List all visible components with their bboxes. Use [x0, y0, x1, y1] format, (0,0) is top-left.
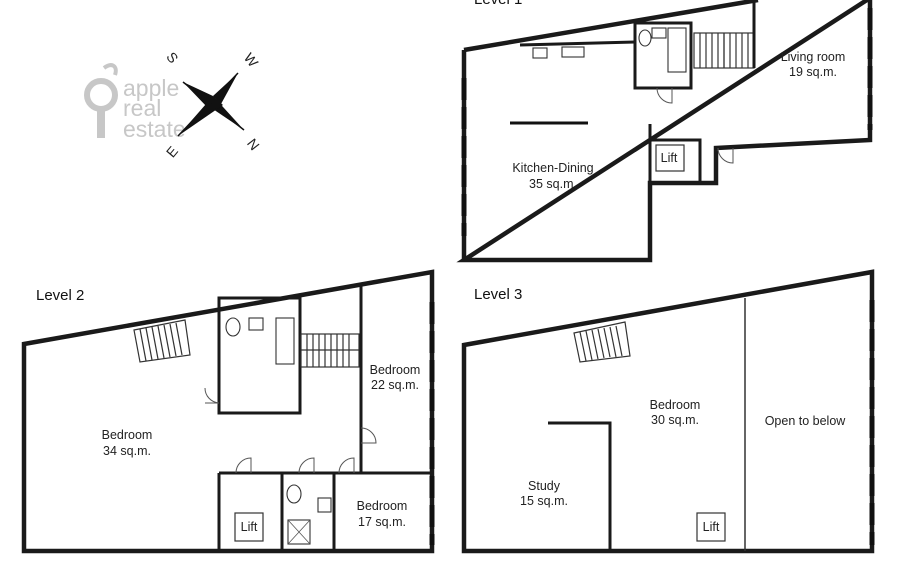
level-1-plan: Level 1 Lift: [456, 0, 873, 263]
door-icon: [298, 457, 315, 474]
key-icon: [84, 63, 118, 138]
level-2-bedroom-17-area: 17 sq.m.: [358, 515, 406, 529]
bathtub-icon: [667, 27, 687, 73]
level-2-label: Level 2: [36, 287, 84, 304]
level-1-kitchen-name: Kitchen-Dining: [512, 161, 593, 175]
door-icon: [235, 457, 252, 474]
level-2-bedroom-34-area: 34 sq.m.: [103, 444, 151, 458]
level-3-plan: Level 3 Lift Bedroom 30 sq.m. Study 15 s…: [461, 269, 875, 554]
compass-rose-icon: S W E N: [163, 49, 263, 160]
lift-box: [696, 512, 726, 542]
level-1-kitchen-area: 35 sq.m.: [529, 177, 577, 191]
sink-icon: [532, 46, 585, 59]
level-3-label: Level 3: [474, 286, 522, 303]
bathroom-sink-icon: [651, 27, 667, 39]
level-1-label: Level 1: [474, 0, 522, 8]
level-2-bedroom-17-name: Bedroom: [357, 499, 408, 513]
level-2-bedroom-22-area: 22 sq.m.: [371, 378, 419, 392]
logo-text-estate: estate: [123, 116, 186, 142]
level-3-open-to-below: Open to below: [765, 414, 847, 428]
level-2-bedroom-34-name: Bedroom: [102, 428, 153, 442]
level-3-bedroom-name: Bedroom: [650, 398, 701, 412]
level-3-stairs: [573, 321, 631, 363]
toilet-icon: [225, 317, 241, 337]
level-1-living-room-area: 19 sq.m.: [789, 65, 837, 79]
level-2-plan: Level 2 Lift: [21, 269, 435, 554]
compass-label-n: N: [244, 135, 263, 153]
door-icon: [204, 387, 220, 404]
level-2-bedroom-22-name: Bedroom: [370, 363, 421, 377]
bathroom-sink-icon: [248, 317, 264, 331]
door-icon: [717, 147, 734, 164]
level-2-lift-label: Lift: [241, 520, 258, 534]
toilet-icon: [286, 484, 302, 504]
logo-text-real: real: [123, 95, 161, 121]
level-2-stairs-center: [300, 333, 360, 368]
compass-label-w: W: [241, 50, 262, 71]
compass-label-s: S: [163, 49, 181, 66]
bathtub-icon: [275, 317, 295, 365]
logo: apple real estate: [84, 63, 186, 142]
level-2-stairs-left: [133, 319, 191, 363]
door-icon: [338, 457, 355, 474]
lift-box: [234, 512, 264, 542]
level-3-lift-label: Lift: [703, 520, 720, 534]
level-3-bedroom-area: 30 sq.m.: [651, 413, 699, 427]
level-3-study-name: Study: [528, 479, 561, 493]
level-1-living-room-name: Living room: [781, 50, 846, 64]
toilet-icon: [638, 29, 652, 47]
door-icon: [360, 427, 377, 444]
lift-box: [655, 144, 685, 172]
level-3-study-area: 15 sq.m.: [520, 494, 568, 508]
level-1-stairs: [693, 32, 755, 69]
logo-text-apple: apple: [123, 75, 179, 101]
compass-label-e: E: [163, 143, 181, 160]
bathroom-sink-icon: [317, 497, 332, 513]
level-1-lift-label: Lift: [661, 151, 678, 165]
door-icon: [656, 87, 673, 104]
